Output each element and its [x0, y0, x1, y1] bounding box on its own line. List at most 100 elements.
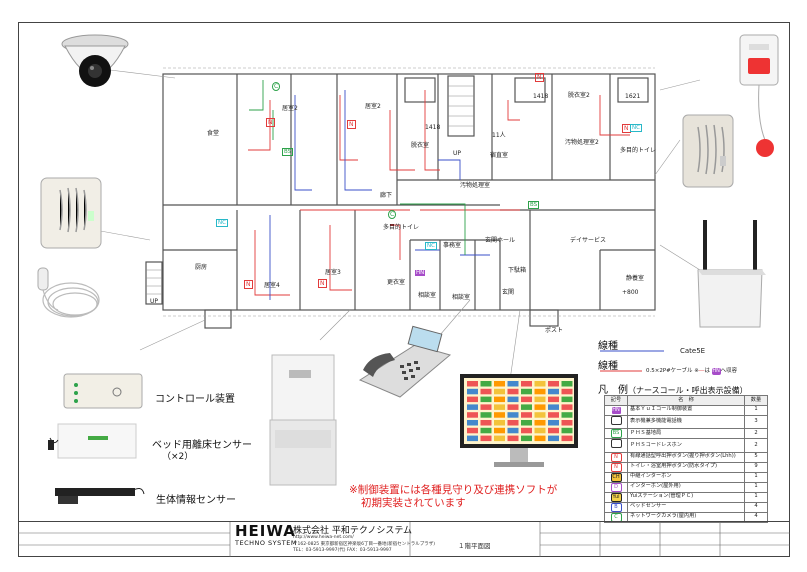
phs-base-station-photo — [697, 220, 766, 328]
multifunction-phone-photo — [358, 325, 452, 398]
line-type-cable2: 0.5×2P#ケーブル ※―は HNへ収容 — [646, 366, 737, 375]
dimension-label: 1418 — [425, 124, 441, 131]
legend-row: Yui Yuiステーション(管理ＰＣ)1 — [604, 491, 768, 503]
room-label-seiyoushitsu: 静養室 — [626, 275, 645, 282]
notice-line-2: 初期実装されています — [361, 497, 466, 509]
control-device-caption: コントロール装置 — [155, 394, 235, 405]
room-label-jimushitsu: 事務室 — [443, 242, 462, 249]
monitor-cell — [561, 404, 573, 410]
legend-qty: 3 — [744, 414, 768, 430]
monitor-cell — [534, 420, 546, 426]
line-type-swatch-red — [600, 370, 642, 372]
room-label-gesokushitsu: 下駄箱 — [508, 267, 527, 274]
company-logo: HEIWA TECHNO SYSTEM — [235, 524, 297, 548]
monitor-cell — [548, 404, 559, 410]
control-device-photo — [63, 373, 143, 409]
legend-col-symbol: 記号 — [604, 395, 628, 406]
monitor-cell — [534, 381, 546, 387]
vital-sensor-caption: 生体情報センサー — [156, 495, 236, 506]
monitor-cell — [561, 412, 573, 418]
legend-symbol: Yui — [610, 492, 622, 502]
monitor-cell — [480, 396, 492, 403]
legend-symbol: BS — [610, 429, 622, 439]
legend-heading: 凡 例（ナースコール・呼出表示設備） — [598, 381, 748, 396]
monitor-cell — [561, 388, 573, 395]
monitor-cell — [467, 412, 478, 418]
room-label-day-service: デイサービス — [570, 237, 607, 244]
control-unit-server-photo — [269, 354, 337, 486]
logo-sub: TECHNO SYSTEM — [235, 539, 297, 547]
cable2-post: へ収容 — [720, 368, 738, 374]
legend-symbol — [610, 415, 622, 425]
room-label-shukuchokushitsu: 宿直室 — [490, 152, 509, 159]
line-type-label-2: 線種 — [598, 361, 618, 372]
stair-up-label: UP — [453, 150, 462, 157]
company-address: 〒162-0825 東京都新宿区神楽坂6丁目一番地(新宿セントラルプラザ) — [293, 542, 435, 547]
legend-symbol: N — [610, 452, 622, 462]
phs-base-station-symbol: BS — [528, 201, 540, 209]
legend-subtitle: （ナースコール・呼出表示設備） — [628, 386, 748, 395]
legend-qty: 1 — [744, 481, 768, 493]
nurse-call-symbol: N — [347, 120, 356, 129]
monitor-cell — [534, 427, 546, 434]
dimension-label-2: 1418 — [533, 93, 549, 100]
monitor-cell — [561, 381, 573, 387]
cable2-note: ※ — [694, 368, 699, 374]
monitor-cell — [521, 388, 532, 395]
legend-qty: 1 — [744, 491, 768, 503]
nurse-call-cordless-symbol: NC — [630, 124, 642, 132]
monitor-cell — [507, 381, 519, 387]
room-label-osenbutsu2: 汚物処理室2 — [565, 139, 599, 146]
legend-symbol: D — [610, 482, 622, 492]
room-label-kouishitsu: 更衣室 — [387, 279, 406, 286]
legend-row: D インターホン(屋外用)1 — [604, 481, 768, 493]
monitor-cell — [494, 412, 505, 418]
yui-station-monitor-photo — [460, 374, 578, 467]
monitor-cell — [534, 388, 546, 395]
monitor-cell — [534, 396, 546, 403]
monitor-cell — [494, 427, 505, 434]
bed-sensor-photo — [48, 423, 137, 459]
legend-symbol: CH — [610, 472, 622, 482]
room-label-tamokuteki-toilet: 多目的トイレ — [620, 147, 657, 154]
legend-name: ＰＨＳ基地局 — [627, 428, 745, 440]
monitor-cell — [548, 396, 559, 403]
monitor-cell — [507, 420, 519, 426]
legend-name: トイレ・浴室用押ボタン(防水タイプ) — [627, 461, 745, 473]
legend-name: Yuiステーション(管理ＰＣ) — [627, 491, 745, 503]
company-phone: TEL：03-5913-9997(代) FAX：03-5913-9997 — [293, 548, 392, 553]
monitor-cell — [521, 404, 532, 410]
room-label-genkan: 玄関 — [502, 289, 515, 296]
monitor-cell — [534, 435, 546, 442]
room-label-datsuishitsu: 脱衣室 — [411, 142, 430, 149]
monitor-cell — [480, 412, 492, 418]
room-label-kyoshitsu4: 居室4 — [264, 282, 280, 289]
legend-name: 中継インターホン — [627, 471, 745, 483]
hn-symbol: HN — [711, 368, 721, 375]
monitor-cell — [521, 381, 532, 387]
nurse-call-cordless-symbol: NC — [216, 219, 228, 227]
network-camera-photo — [61, 34, 129, 87]
monitor-cell — [507, 404, 519, 410]
line-type-cat5e-label: Cate5E — [680, 347, 706, 355]
dimension-label-4: +800 — [622, 289, 639, 296]
nurse-call-symbol: N — [244, 280, 253, 289]
monitor-cell — [494, 404, 505, 410]
room-label-shukuchoku-capacity: 11人 — [492, 132, 506, 139]
monitor-cell — [548, 435, 559, 442]
legend-name: 基本ＹｕＩコール制御装置 — [627, 404, 745, 416]
monitor-cell — [561, 420, 573, 426]
dimension-label-3: 1621 — [625, 93, 641, 100]
room-label-osenbutsu: 汚物処理室 — [460, 182, 491, 189]
monitor-cell — [521, 435, 532, 442]
monitor-cell — [480, 381, 492, 387]
room-label-kyoshitsu3: 居室3 — [325, 269, 341, 276]
legend-name: インターホン(屋外用) — [627, 481, 745, 493]
